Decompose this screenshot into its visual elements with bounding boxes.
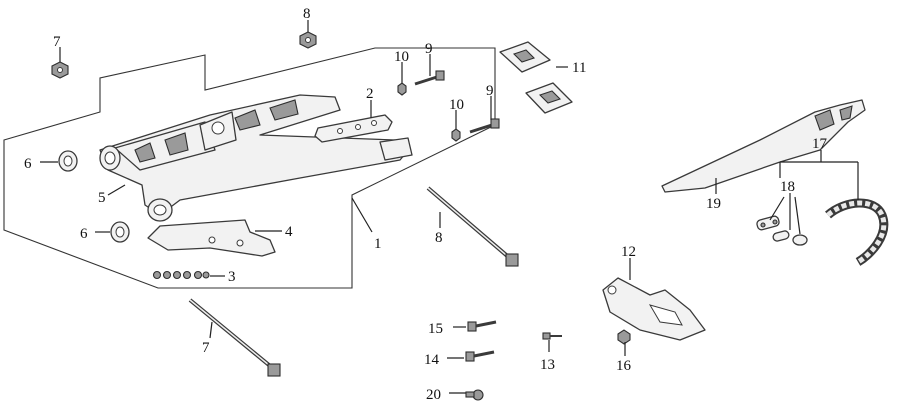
adjuster-block-upper <box>499 41 551 73</box>
pivot-axle-8 <box>426 186 519 267</box>
callout-4: 4 <box>285 224 293 240</box>
callout-7-top: 7 <box>53 34 61 50</box>
callout-19: 19 <box>706 196 721 212</box>
drive-chain <box>825 198 889 266</box>
callout-14: 14 <box>424 352 440 368</box>
callout-20: 20 <box>426 387 441 403</box>
swing-arm <box>99 94 413 222</box>
bolt-9-upper <box>414 70 445 86</box>
callout-6-lower: 6 <box>80 226 88 242</box>
screw-set <box>152 270 210 280</box>
chain-slider <box>661 99 866 193</box>
leader-lines <box>40 20 859 394</box>
callout-9-upper: 9 <box>425 41 433 57</box>
callout-2: 2 <box>366 86 374 102</box>
nut-10-upper <box>397 82 407 96</box>
callout-8-top: 8 <box>303 6 311 22</box>
chain-master-link <box>756 215 808 246</box>
rear-axle-7 <box>188 298 281 377</box>
callout-15: 15 <box>428 321 443 337</box>
callout-13: 13 <box>540 357 555 373</box>
nut-16 <box>617 329 631 345</box>
adjuster-block-lower <box>525 82 573 114</box>
callout-3: 3 <box>228 269 236 285</box>
callout-11: 11 <box>572 60 586 76</box>
bolt-9-lower <box>469 118 500 134</box>
bushing-lower <box>110 221 130 243</box>
bolt-20 <box>465 389 484 401</box>
nut-10-lower <box>451 128 461 142</box>
callout-1: 1 <box>374 236 382 252</box>
callout-10-lower: 10 <box>449 97 464 113</box>
bushing-upper <box>58 150 78 172</box>
callout-10-upper: 10 <box>394 49 409 65</box>
bolt-13 <box>542 332 562 340</box>
callout-6-upper: 6 <box>24 156 32 172</box>
callout-9-lower: 9 <box>486 83 494 99</box>
callout-8-bottom: 8 <box>435 230 443 246</box>
callout-12: 12 <box>621 244 636 260</box>
chain-guide <box>147 219 276 257</box>
nut-7 <box>51 61 69 79</box>
callout-5: 5 <box>98 190 106 206</box>
bolt-14 <box>465 350 495 362</box>
nut-8 <box>299 31 317 49</box>
callout-17: 17 <box>812 136 828 152</box>
callout-7-bottom: 7 <box>202 340 210 356</box>
callout-18: 18 <box>780 179 795 195</box>
swingarm-assembly-outline <box>3 47 496 289</box>
chain-adjuster-plate <box>314 114 393 143</box>
chain-guard-bracket <box>602 277 706 341</box>
callout-16: 16 <box>616 358 632 374</box>
bolt-15 <box>467 320 497 332</box>
